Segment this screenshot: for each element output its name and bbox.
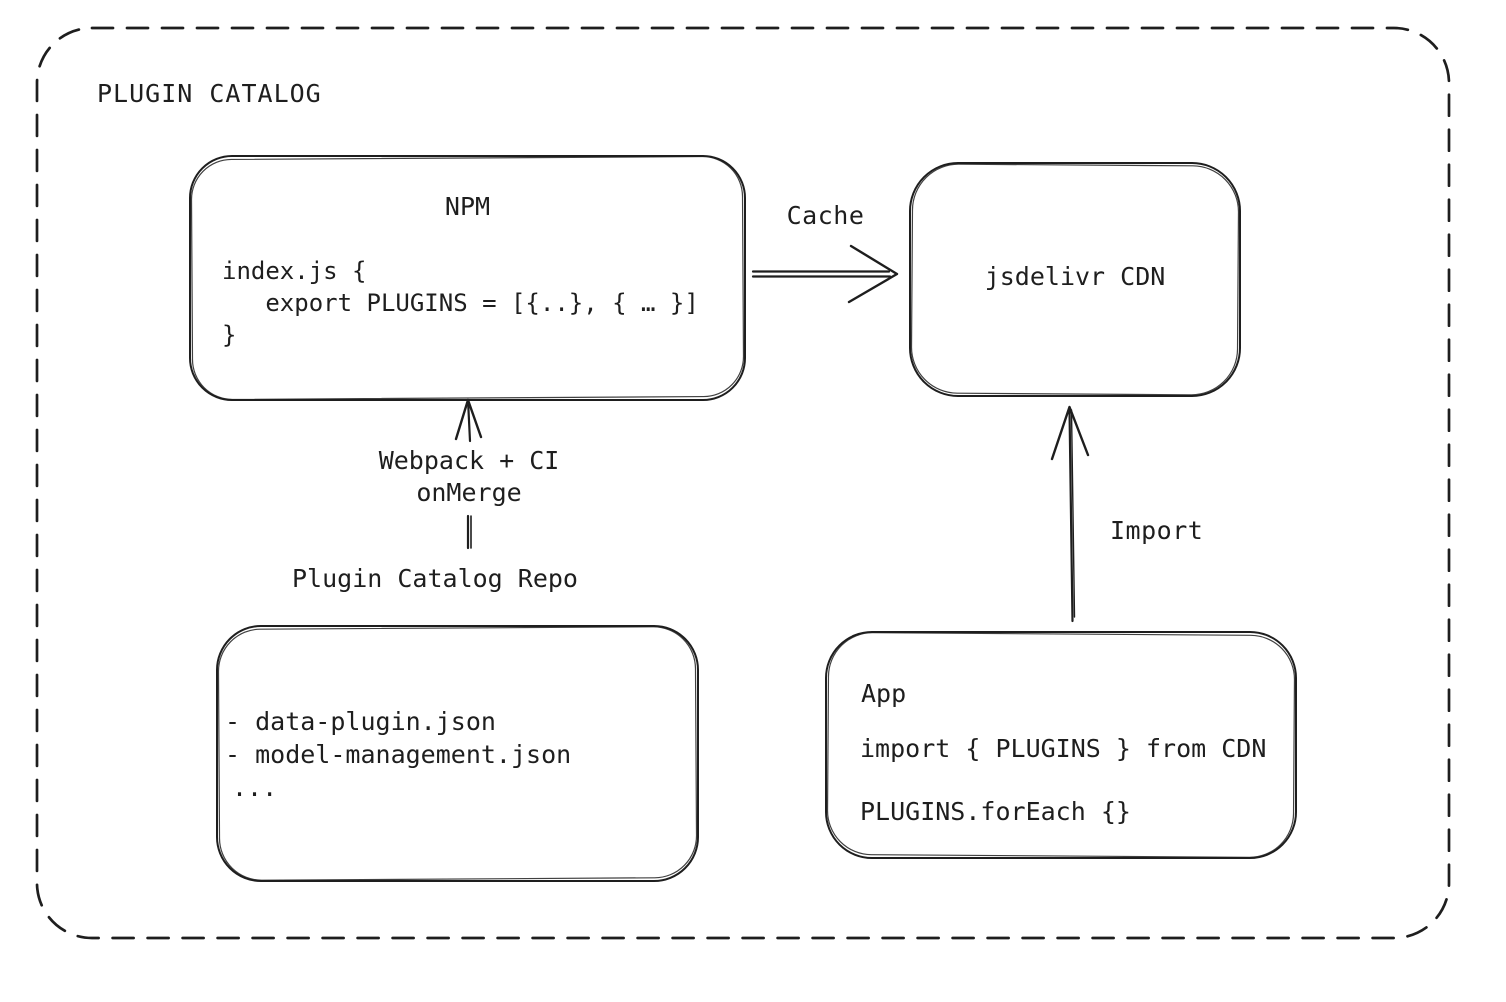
cdn-box — [909, 162, 1241, 397]
npm-box-title: NPM — [444, 192, 491, 221]
import-arrow — [1050, 405, 1090, 623]
app-code-line-2: PLUGINS.forEach {} — [860, 797, 1131, 826]
app-box-sketch-stroke — [826, 632, 1296, 858]
app-box — [825, 631, 1297, 859]
build-arrow-label-line-1: Webpack + CI — [378, 446, 560, 475]
build-arrow-label-line-2: onMerge — [416, 478, 522, 507]
cdn-box-label: jsdelivr CDN — [984, 262, 1166, 291]
repo-item-1: - data-plugin.json — [225, 707, 496, 736]
repo-box — [216, 625, 699, 882]
plugin-catalog-boundary — [35, 26, 1451, 940]
import-arrow-label: Import — [1110, 516, 1204, 545]
repo-item-2: - model-management.json — [225, 740, 572, 769]
diagram-title: PLUGIN CATALOG — [97, 79, 322, 108]
build-arrow — [454, 398, 483, 550]
app-box-title: App — [861, 679, 907, 708]
npm-code-line-1: index.js { — [222, 257, 367, 285]
npm-box-sketch-stroke — [190, 155, 745, 401]
app-code-line-1: import { PLUGINS } from CDN — [860, 734, 1267, 763]
cdn-box-sketch-stroke — [910, 163, 1240, 396]
repo-box-label: Plugin Catalog Repo — [292, 564, 578, 593]
npm-code-line-3: } — [222, 321, 237, 349]
npm-code-line-2: export PLUGINS = [{..}, { … }] — [222, 289, 699, 317]
repo-box-sketch-stroke — [217, 626, 698, 881]
cache-arrow — [751, 244, 899, 304]
repo-item-3: ... — [232, 773, 278, 802]
cache-arrow-label: Cache — [786, 201, 865, 230]
